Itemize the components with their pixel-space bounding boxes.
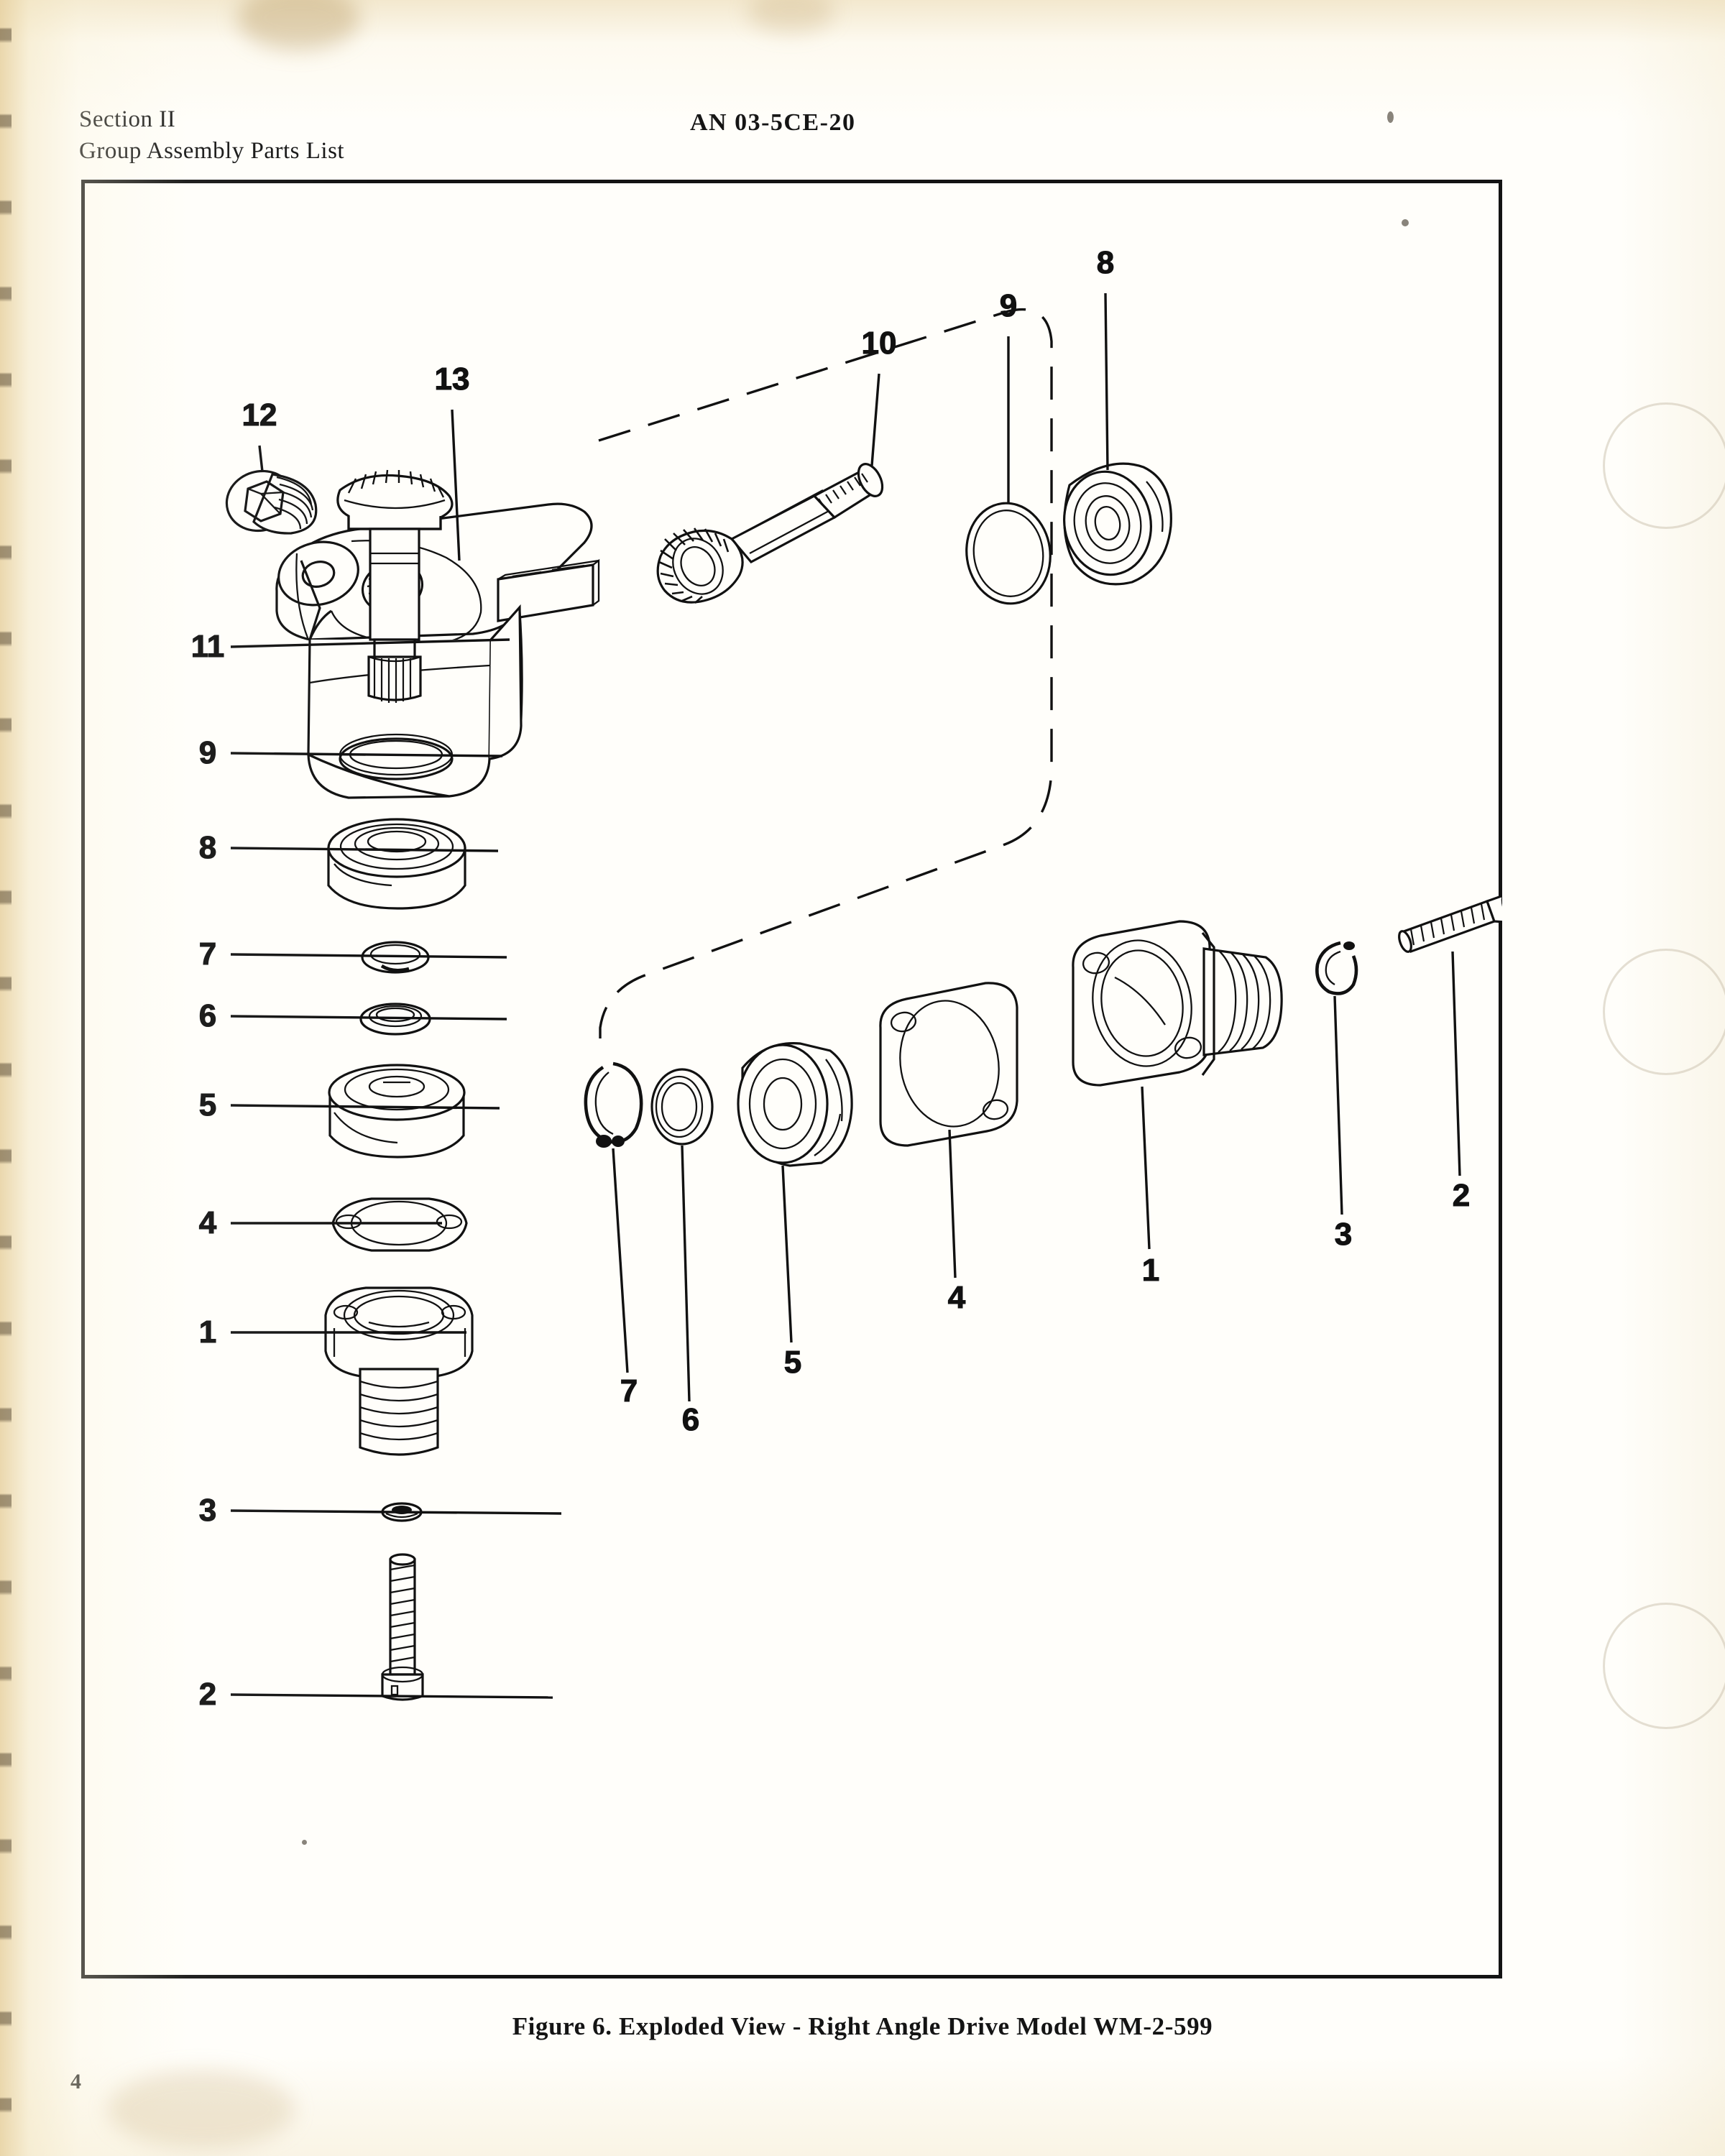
part-12-pipe-plug bbox=[225, 469, 318, 535]
part-4-gasket-middle bbox=[879, 982, 1018, 1147]
binder-ring-mark-2 bbox=[1603, 949, 1725, 1075]
page-number: 4 bbox=[70, 2070, 81, 2093]
callout-6: 6 bbox=[682, 1402, 699, 1437]
callout-stack-5: 5 bbox=[199, 1087, 216, 1123]
part-5-seal-retainer-cap-middle bbox=[737, 1042, 853, 1167]
part-3-lockwasher-right bbox=[1315, 941, 1358, 995]
part-2-machine-screw-right bbox=[1398, 892, 1502, 954]
callout-7: 7 bbox=[620, 1373, 638, 1409]
part-2-machine-screw-column bbox=[381, 1553, 424, 1701]
header-document-number: AN 03-5CE-20 bbox=[690, 109, 856, 136]
part-5-seal-retainer-cap-column bbox=[328, 1064, 466, 1158]
part-10-bevel-gear-shaft bbox=[656, 463, 884, 604]
callout-9: 9 bbox=[1000, 288, 1017, 323]
callout-4: 4 bbox=[948, 1280, 966, 1315]
leader-lines-left-column bbox=[230, 638, 562, 1699]
part-6-washer-middle bbox=[650, 1068, 714, 1146]
part-8-ball-bearing-column bbox=[327, 818, 466, 910]
part-7-snap-ring-middle bbox=[584, 1061, 643, 1148]
callout-10: 10 bbox=[862, 326, 897, 361]
binder-ring-mark-1 bbox=[1603, 402, 1725, 529]
stain-top-right bbox=[748, 0, 834, 33]
header-section-label: Section II bbox=[79, 106, 176, 132]
callout-stack-2: 2 bbox=[199, 1677, 216, 1712]
callout-stack-3: 3 bbox=[199, 1493, 216, 1528]
figure-caption: Figure 6. Exploded View - Right Angle Dr… bbox=[512, 2012, 1213, 2040]
callout-1: 1 bbox=[1142, 1253, 1159, 1288]
callout-stack-7: 7 bbox=[199, 936, 216, 972]
part-9-shim-ring-top bbox=[965, 502, 1052, 605]
leader-lines-middle bbox=[612, 951, 1461, 1402]
stain-top-left bbox=[237, 0, 359, 50]
part-1-adapter-flange-column bbox=[324, 1286, 474, 1456]
callout-3: 3 bbox=[1335, 1217, 1352, 1252]
callout-stack-4: 4 bbox=[199, 1205, 217, 1240]
part-8-ball-bearing-top bbox=[1063, 462, 1172, 586]
callout-stack-8: 8 bbox=[199, 830, 216, 865]
part-4-gasket-column bbox=[331, 1197, 468, 1252]
stain-bottom-left bbox=[108, 2070, 295, 2149]
scan-speck-1 bbox=[1387, 111, 1394, 123]
callout-2: 2 bbox=[1453, 1178, 1470, 1213]
callout-5: 5 bbox=[784, 1345, 801, 1380]
assembly-path-dashed bbox=[598, 308, 1053, 1038]
part-1-adapter-flange-right bbox=[1072, 920, 1283, 1087]
callout-stack-6: 6 bbox=[199, 998, 216, 1033]
header-subsection-label: Group Assembly Parts List bbox=[79, 138, 345, 164]
scan-edge-artifacts bbox=[0, 0, 12, 2156]
callout-12: 12 bbox=[242, 397, 277, 433]
exploded-view-drawing: 12 13 10 9 8 7 6 5 4 1 3 2 11 9 8 7 6 5 … bbox=[190, 244, 1502, 1713]
callout-stack-9: 9 bbox=[199, 735, 216, 770]
callout-stack-11: 11 bbox=[191, 629, 225, 664]
callout-stack-1: 1 bbox=[199, 1314, 216, 1350]
callout-13: 13 bbox=[435, 361, 470, 397]
binder-ring-mark-3 bbox=[1603, 1603, 1725, 1729]
callout-8: 8 bbox=[1097, 245, 1114, 280]
